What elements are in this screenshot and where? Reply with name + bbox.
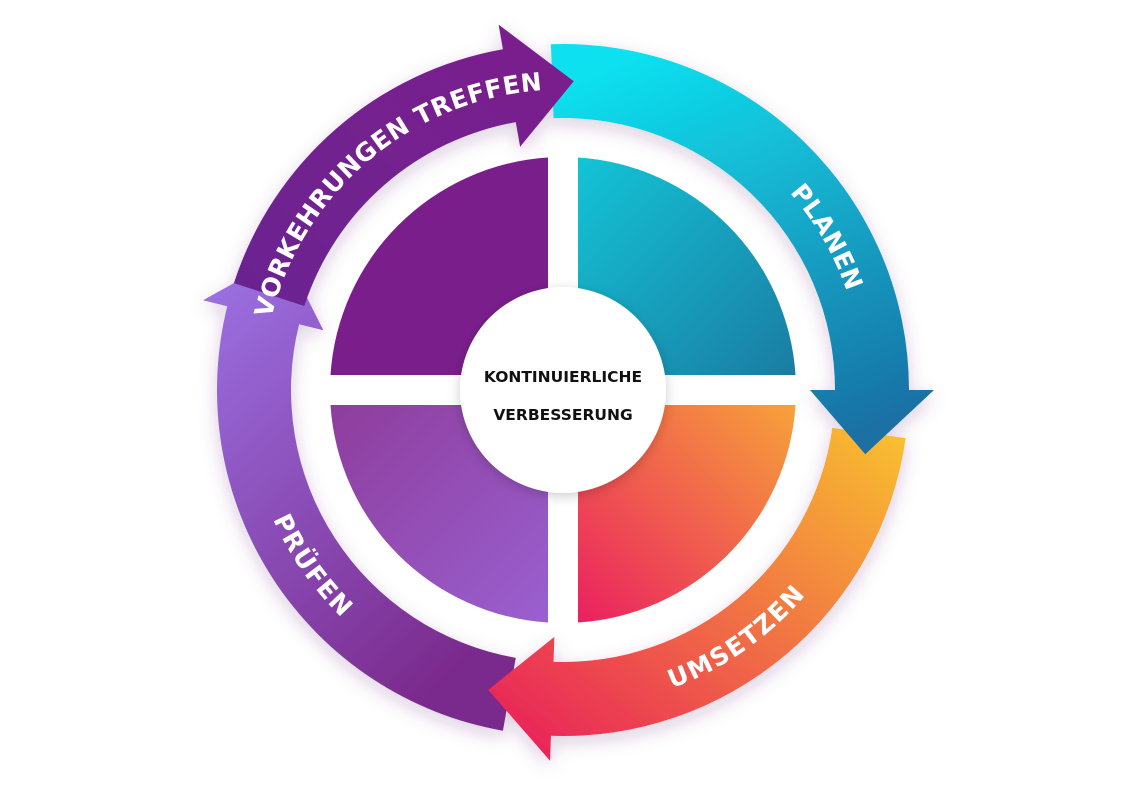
arrow-vorkehrungen-treffen: [233, 24, 574, 306]
arrow-pruefen: [203, 254, 516, 731]
center-hub: [460, 287, 666, 493]
center-title-line-2: VERBESSERUNG: [493, 406, 632, 424]
arrow-umsetzen: [488, 427, 906, 761]
cycle-ring: [203, 24, 934, 761]
arrow-planen: [550, 43, 934, 455]
center-title-line-1: KONTINUIERLICHE: [484, 368, 642, 386]
